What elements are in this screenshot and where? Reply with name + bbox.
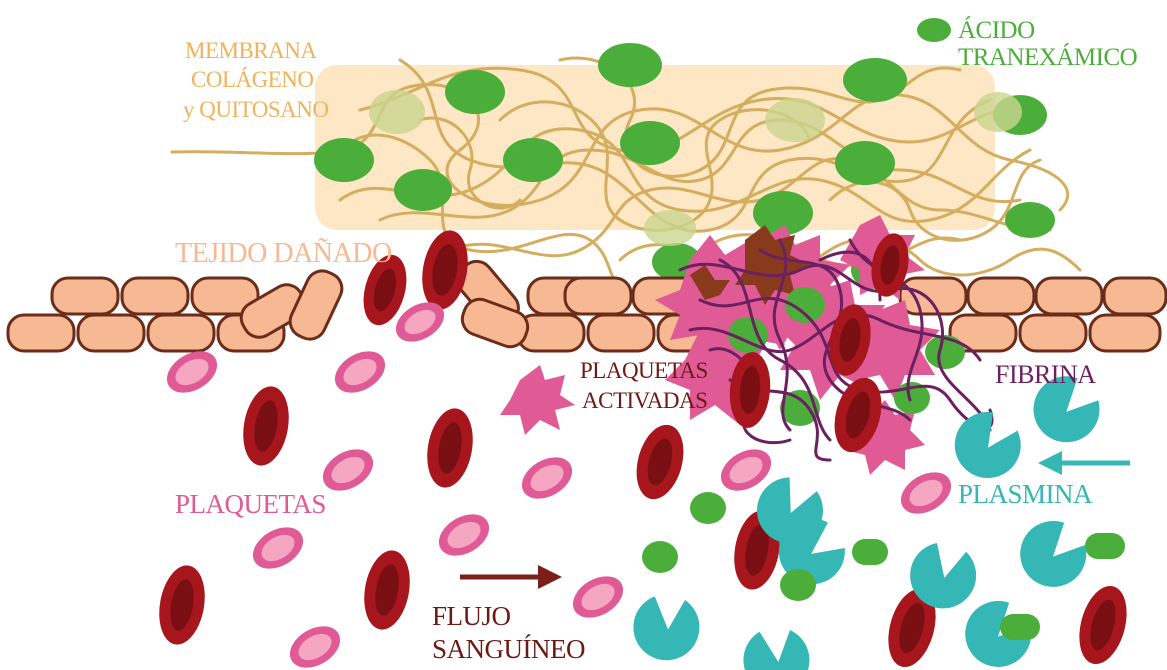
- tranexamic-acid: [925, 335, 965, 369]
- red-blood-cell: [416, 227, 473, 313]
- red-blood-cell: [358, 547, 415, 633]
- tranexamic-acid: [314, 138, 374, 182]
- acido-line-2: TRANEXÁMICO: [958, 43, 1138, 71]
- acido-label: ÁCIDO TRANEXÁMICO: [958, 16, 1138, 71]
- red-blood-cell: [1071, 581, 1134, 670]
- plasmin: [734, 618, 819, 670]
- flujo-line-2: SANGUÍNEO: [432, 634, 585, 664]
- tranexamic-acid-faded: [974, 92, 1022, 132]
- plaquetas-activadas-line-2: ACTIVADAS: [582, 388, 707, 413]
- tissue-cell: [52, 278, 118, 314]
- membrana-line-1: MEMBRANA: [185, 38, 317, 63]
- membrana-line-2: COLÁGENO: [191, 67, 314, 92]
- platelet: [246, 519, 311, 577]
- tranexamic-acid: [1000, 614, 1040, 640]
- plasmin-arrow: [1038, 451, 1130, 475]
- tranexamic-acid: [780, 569, 816, 601]
- red-blood-cell: [237, 383, 294, 469]
- plasmina-label: PLASMINA: [958, 479, 1093, 509]
- tranexamic-acid: [642, 541, 678, 573]
- tranexamic-acid: [690, 492, 726, 524]
- fibrina-label: FIBRINA: [995, 360, 1096, 389]
- tranexamic-acid: [503, 138, 563, 182]
- platelet: [432, 506, 497, 564]
- tranexamic-acid-faded: [644, 210, 696, 246]
- plasmin: [1011, 512, 1096, 597]
- tissue-cell: [968, 278, 1034, 314]
- tranexamic-acid: [852, 539, 888, 565]
- tissue-cell: [8, 315, 74, 351]
- tranexamic-acid: [1005, 202, 1055, 238]
- tissue-cell: [148, 315, 214, 351]
- tissue-cell: [1104, 278, 1166, 314]
- plaquetas-label: PLAQUETAS: [175, 489, 326, 519]
- tranexamic-acid: [620, 121, 680, 165]
- tranexamic-acid-faded: [765, 98, 825, 142]
- blood-flow-arrow: [460, 565, 562, 589]
- platelet: [515, 449, 580, 507]
- tissue-cell: [588, 315, 654, 351]
- acid-legend-icon: [917, 18, 951, 42]
- tissue-cell: [1020, 315, 1086, 351]
- tranexamic-acid: [598, 43, 662, 87]
- tissue-cell: [900, 278, 966, 314]
- tranexamic-acid: [1085, 533, 1125, 559]
- tissue-cell: [565, 278, 631, 314]
- tissue-cell: [1036, 278, 1102, 314]
- red-blood-cell: [629, 420, 691, 505]
- red-blood-cell: [153, 562, 210, 648]
- platelet: [328, 343, 393, 401]
- tissue-cell-displaced: [458, 295, 532, 351]
- flujo-label: FLUJO SANGUÍNEO: [432, 601, 585, 664]
- membrana-label: MEMBRANA COLÁGENO y QUITOSANO: [183, 38, 329, 122]
- red-blood-cell: [421, 405, 478, 491]
- plasmin: [621, 582, 711, 670]
- tissue-cell: [122, 278, 188, 314]
- platelet: [894, 464, 959, 522]
- membrana-line-3: y QUITOSANO: [183, 97, 329, 122]
- tissue-cell: [78, 315, 144, 351]
- tranexamic-acid: [843, 58, 907, 102]
- flujo-line-1: FLUJO: [432, 601, 511, 631]
- tranexamic-acid: [445, 70, 505, 114]
- tranexamic-acid: [835, 141, 895, 185]
- acido-line-1: ÁCIDO: [958, 16, 1035, 44]
- tissue-cell: [1090, 315, 1160, 351]
- tranexamic-acid-faded: [369, 90, 425, 134]
- plasmin: [943, 400, 1033, 490]
- tejido-label: TEJIDO DAÑADO: [175, 238, 392, 269]
- platelet: [566, 568, 631, 626]
- platelet: [283, 618, 348, 670]
- plaquetas-activadas-line-1: PLAQUETAS: [580, 358, 708, 383]
- tranexamic-acid: [394, 169, 452, 211]
